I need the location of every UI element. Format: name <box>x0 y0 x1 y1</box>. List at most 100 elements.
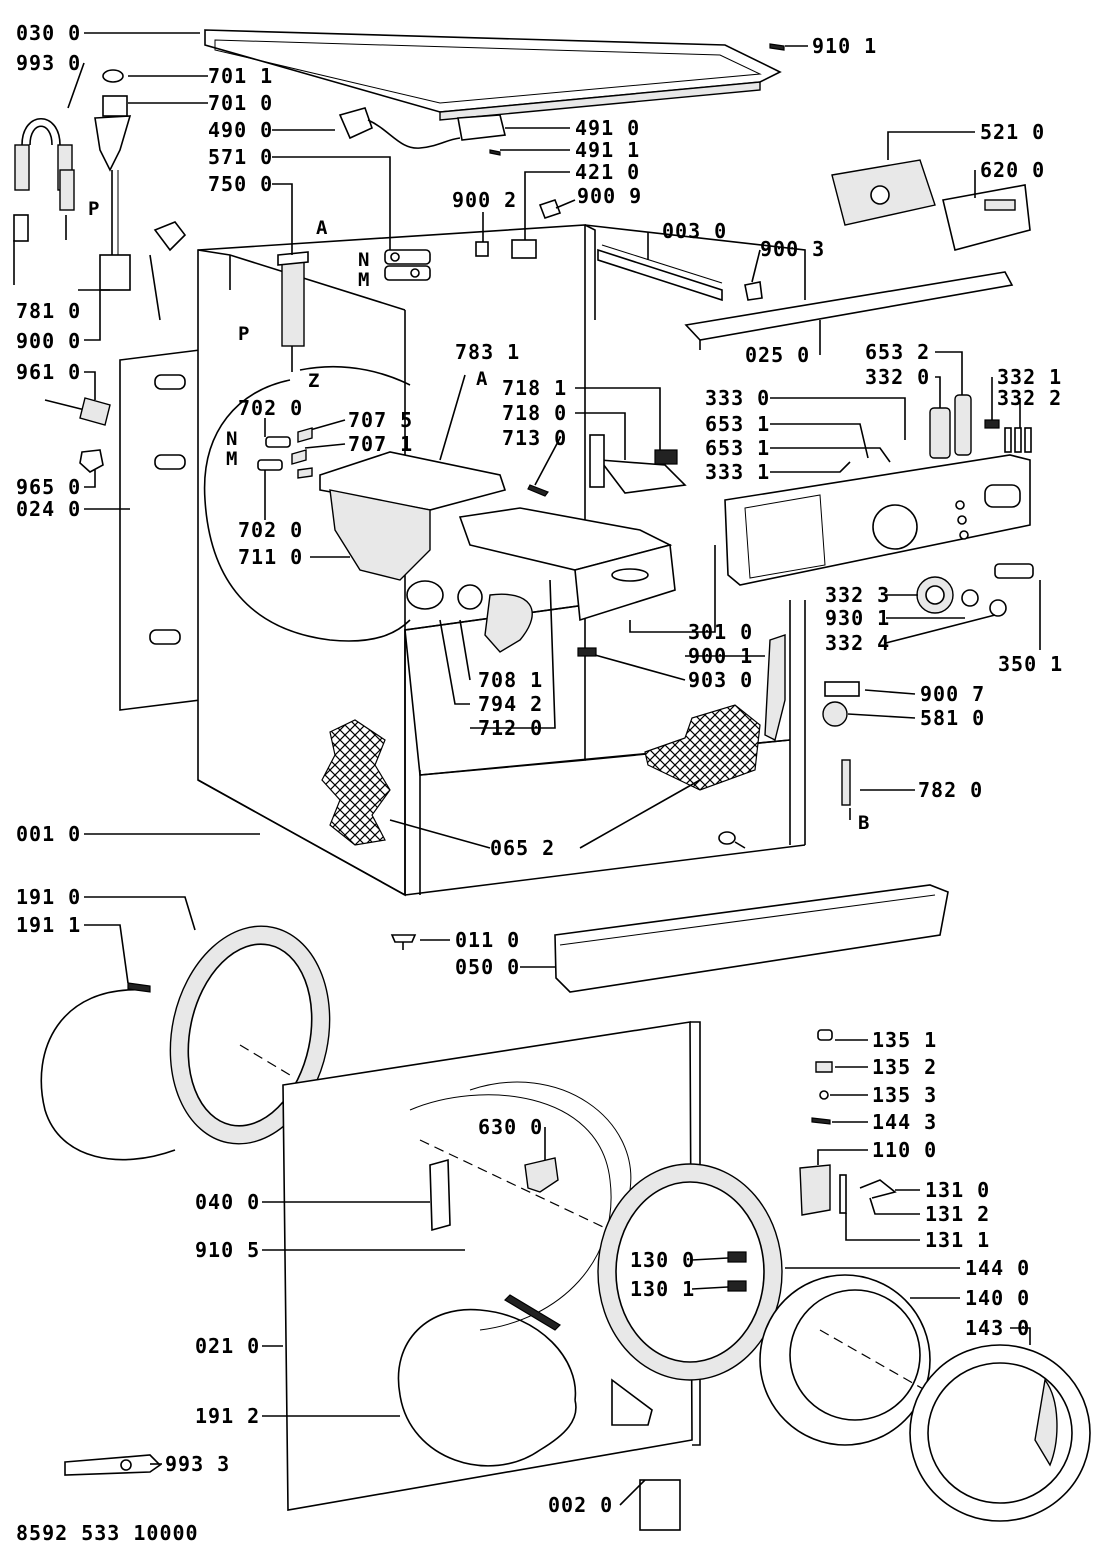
label-143-0: 143 0 <box>965 1316 1030 1340</box>
label-707-5: 707 5 <box>348 408 413 432</box>
label-135-2: 135 2 <box>872 1055 937 1079</box>
letter-z: Z <box>308 370 319 392</box>
label-711-0: 711 0 <box>238 545 303 569</box>
label-900-7: 900 7 <box>920 682 985 706</box>
label-024-0: 024 0 <box>16 497 81 521</box>
rails <box>597 244 1014 350</box>
label-491-0: 491 0 <box>575 116 640 140</box>
label-021-0: 021 0 <box>195 1334 260 1358</box>
foot <box>390 934 417 950</box>
insulation-pads <box>321 704 761 846</box>
label-333-1: 333 1 <box>705 460 770 484</box>
label-713-0: 713 0 <box>502 426 567 450</box>
label-708-1: 708 1 <box>478 668 543 692</box>
control-panel <box>724 454 1031 586</box>
label-910-5: 910 5 <box>195 1238 260 1262</box>
tube-connectors <box>257 427 313 479</box>
detergent-cap <box>94 69 132 290</box>
label-332-3: 332 3 <box>825 583 890 607</box>
reference-letters: P A P Z N M A N M B <box>88 198 869 834</box>
label-135-3: 135 3 <box>872 1083 937 1107</box>
label-332-1: 332 1 <box>997 365 1062 389</box>
label-110-0: 110 0 <box>872 1138 937 1162</box>
drain-pump <box>277 251 309 372</box>
noise-filter <box>475 198 562 259</box>
screw-910-1 <box>769 43 785 51</box>
top-cover <box>204 29 782 121</box>
label-581-0: 581 0 <box>920 706 985 730</box>
label-421-0: 421 0 <box>575 160 640 184</box>
leader-lines <box>13 32 1041 1506</box>
label-130-0: 130 0 <box>630 1248 695 1272</box>
drawer-inserts <box>527 434 687 497</box>
label-900-3: 900 3 <box>760 237 825 261</box>
label-782-0: 782 0 <box>918 778 983 802</box>
detergent-drawer <box>458 507 676 622</box>
back-panel <box>119 349 201 711</box>
label-993-0: 993 0 <box>16 51 81 75</box>
label-701-0: 701 0 <box>208 91 273 115</box>
label-001-0: 001 0 <box>16 822 81 846</box>
label-002-0: 002 0 <box>548 1493 613 1517</box>
label-140-0: 140 0 <box>965 1286 1030 1310</box>
label-030-0: 030 0 <box>16 21 81 45</box>
label-491-1: 491 1 <box>575 138 640 162</box>
label-707-1: 707 1 <box>348 432 413 456</box>
letter-b: B <box>858 812 869 834</box>
label-301-0: 301 0 <box>688 620 753 644</box>
label-620-0: 620 0 <box>980 158 1045 182</box>
letter-n-valve: N <box>358 249 369 271</box>
dispenser-housing <box>319 451 507 610</box>
bellows-hose <box>457 584 533 653</box>
label-490-0: 490 0 <box>208 118 273 142</box>
label-653-2: 653 2 <box>865 340 930 364</box>
inlet-hose <box>13 118 75 242</box>
mains-cable <box>338 107 506 156</box>
valve-block <box>78 221 187 321</box>
label-794-2: 794 2 <box>478 692 543 716</box>
door-glass <box>759 1274 961 1446</box>
label-571-0: 571 0 <box>208 145 273 169</box>
label-131-1: 131 1 <box>925 1228 990 1252</box>
letter-p-pump: P <box>238 323 249 345</box>
label-065-2: 065 2 <box>490 836 555 860</box>
label-191-0: 191 0 <box>16 885 81 909</box>
document-code: 8592 533 10000 <box>16 1521 199 1545</box>
label-332-2: 332 2 <box>997 386 1062 410</box>
push-buttons <box>929 394 1032 459</box>
label-993-3: 993 3 <box>165 1452 230 1476</box>
label-332-0: 332 0 <box>865 365 930 389</box>
label-135-1: 135 1 <box>872 1028 937 1052</box>
control-board <box>831 159 936 226</box>
label-521-0: 521 0 <box>980 120 1045 144</box>
label-011-0: 011 0 <box>455 928 520 952</box>
label-701-1: 701 1 <box>208 64 273 88</box>
label-712-0: 712 0 <box>478 716 543 740</box>
label-900-9: 900 9 <box>577 184 642 208</box>
label-350-1: 350 1 <box>998 652 1063 676</box>
label-961-0: 961 0 <box>16 360 81 384</box>
label-653-1-b: 653 1 <box>705 436 770 460</box>
label-131-2: 131 2 <box>925 1202 990 1226</box>
letter-a-dispenser: A <box>476 368 488 390</box>
display-board <box>942 184 1031 251</box>
shock-absorber <box>44 397 111 473</box>
label-003-0: 003 0 <box>662 219 727 243</box>
label-050-0: 050 0 <box>455 955 520 979</box>
letter-m-tube: M <box>226 448 237 470</box>
label-965-0: 965 0 <box>16 475 81 499</box>
label-144-0: 144 0 <box>965 1256 1030 1280</box>
label-900-0: 900 0 <box>16 329 81 353</box>
letter-a-pump: A <box>316 217 328 239</box>
letter-p-hose: P <box>88 198 99 220</box>
label-191-1: 191 1 <box>16 913 81 937</box>
label-130-1: 130 1 <box>630 1277 695 1301</box>
letter-m-valve: M <box>358 269 369 291</box>
door-frame <box>597 1163 783 1381</box>
front-panel <box>282 1021 821 1531</box>
letter-n-tube: N <box>226 428 237 450</box>
label-653-1-a: 653 1 <box>705 412 770 436</box>
label-333-0: 333 0 <box>705 386 770 410</box>
label-630-0: 630 0 <box>478 1115 543 1139</box>
label-131-0: 131 0 <box>925 1178 990 1202</box>
